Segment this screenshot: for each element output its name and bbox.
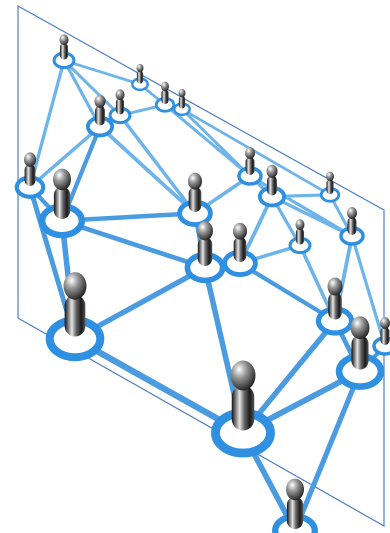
network-link [292,368,363,533]
person-node [211,360,275,458]
person-head [230,360,256,391]
person-head [161,81,169,92]
person-body [95,105,105,126]
person-body [231,385,255,431]
person-node [131,63,149,91]
network-link [237,261,338,324]
person-head [59,34,69,46]
person-head [178,88,186,98]
person-body [178,95,186,109]
person-node [339,207,365,246]
person-body [188,186,202,212]
person-node [319,171,341,203]
person-body [326,179,334,194]
person-body [161,89,169,104]
person-body [233,236,247,262]
person-body [53,186,71,219]
person-head [245,147,255,159]
person-head [347,207,357,219]
person-head [380,317,390,329]
network-link [62,59,142,86]
network-link [62,58,102,129]
person-body [380,327,390,345]
person-head [115,89,125,101]
person-body [267,175,277,196]
person-body [197,237,213,266]
person-node [177,172,213,228]
person-node [184,221,226,284]
panel-frame [17,4,385,528]
person-body [59,43,69,60]
network-link [350,234,387,348]
network-link [59,218,208,270]
person-body [245,157,255,175]
network-link [118,113,197,216]
network-link [62,58,122,117]
person-head [266,164,278,178]
person-node [39,168,85,239]
network-link [28,124,102,189]
person-node [222,222,258,278]
person-body [351,335,369,370]
person-node [108,89,132,125]
network-link [71,335,247,437]
person-body [64,295,86,337]
network-nodes [14,34,390,533]
person-body [24,164,36,186]
person-head [327,277,343,296]
network-link [180,107,332,197]
person-node [52,34,76,70]
person-head [326,171,334,182]
person-body [295,228,305,245]
person-head [136,63,144,73]
person-node [288,219,312,255]
person-node [154,81,176,113]
person-node [272,478,318,533]
person-head [295,219,305,231]
network-link [98,124,197,216]
person-body [328,292,342,320]
person-body [115,98,125,115]
person-node [372,317,390,356]
person-node [257,164,287,208]
person-node [315,277,355,336]
person-head [286,478,304,501]
person-head [63,272,87,300]
person-node [173,88,191,116]
person-node [45,272,105,362]
person-head [53,168,71,191]
person-node [335,316,385,390]
person-head [197,221,213,241]
person-body [136,70,144,84]
person-node [237,147,263,186]
person-head [233,222,247,240]
network-link [28,58,66,189]
person-body [286,496,304,529]
person-head [188,172,202,190]
person-node [14,152,46,199]
person-body [347,217,357,235]
person-head [350,316,370,340]
person-head [24,152,36,167]
person-node [85,94,115,138]
network-link [248,174,354,238]
network-link [163,103,252,178]
person-head [94,94,106,108]
